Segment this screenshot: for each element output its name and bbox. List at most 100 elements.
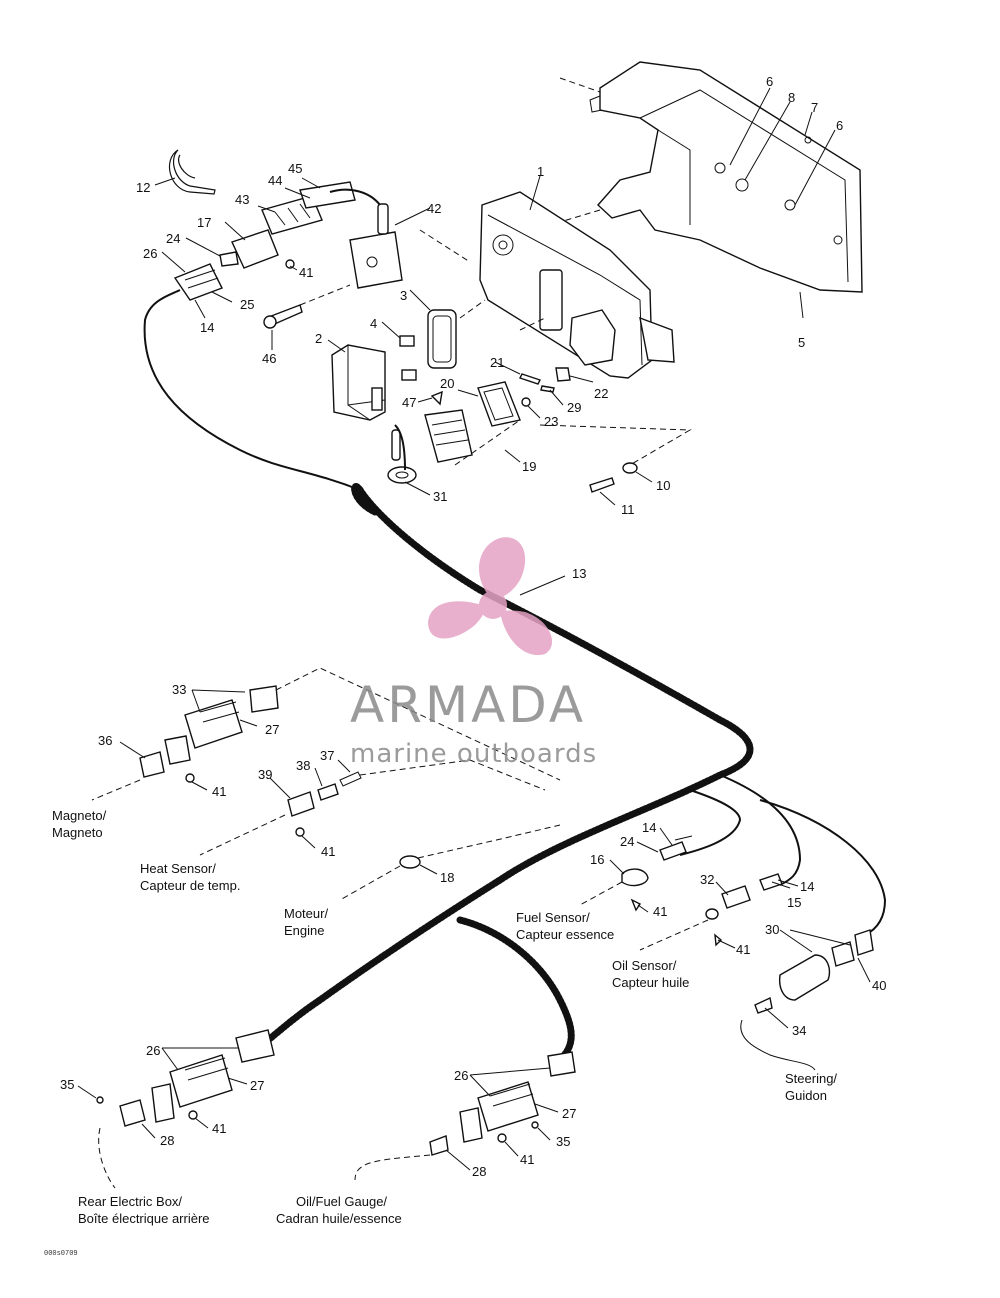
part-number-labels: 1 2 3 4 5 6 6 7 8 10 11 12 13 14 14 14 1… bbox=[60, 74, 886, 1179]
location-gauge-en: Oil/Fuel Gauge/ bbox=[296, 1194, 387, 1209]
label-part-35b: 35 bbox=[556, 1134, 570, 1149]
label-part-8: 8 bbox=[788, 90, 795, 105]
label-part-32: 32 bbox=[700, 872, 714, 887]
label-part-40: 40 bbox=[872, 978, 886, 993]
label-part-42: 42 bbox=[427, 201, 441, 216]
location-gauge-fr: Cadran huile/essence bbox=[276, 1211, 402, 1226]
propeller-logo-icon bbox=[428, 537, 553, 656]
label-part-26c: 26 bbox=[454, 1068, 468, 1083]
connector-24-26-14 bbox=[173, 251, 239, 301]
label-part-39: 39 bbox=[258, 767, 272, 782]
label-part-41g: 41 bbox=[520, 1152, 534, 1167]
label-part-10: 10 bbox=[656, 478, 670, 493]
location-rear-box-fr: Boîte électrique arrière bbox=[78, 1211, 210, 1226]
gasket-20 bbox=[477, 381, 521, 427]
label-part-17: 17 bbox=[197, 215, 211, 230]
label-part-6a: 6 bbox=[766, 74, 773, 89]
label-part-21: 21 bbox=[490, 355, 504, 370]
location-magneto-fr: Magneto bbox=[52, 825, 103, 840]
label-part-15: 15 bbox=[787, 895, 801, 910]
location-fuel-sensor-en: Fuel Sensor/ bbox=[516, 910, 590, 925]
location-rear-box-en: Rear Electric Box/ bbox=[78, 1194, 182, 1209]
tie-wrap-12 bbox=[168, 149, 216, 195]
watermark-subtitle: marine outboards bbox=[350, 739, 597, 769]
engine-connector bbox=[399, 824, 561, 869]
mounting-bracket bbox=[559, 61, 863, 293]
label-part-27c: 27 bbox=[562, 1106, 576, 1121]
label-part-41c: 41 bbox=[321, 844, 335, 859]
connector-gauge bbox=[354, 1051, 576, 1181]
branch-fuel bbox=[679, 789, 742, 856]
steering-parts bbox=[740, 929, 874, 1071]
label-part-24a: 24 bbox=[166, 231, 180, 246]
label-part-24b: 24 bbox=[620, 834, 634, 849]
location-engine-fr: Moteur/ bbox=[284, 906, 328, 921]
label-part-28a: 28 bbox=[160, 1133, 174, 1148]
watermark-title: ARMADA bbox=[350, 676, 586, 734]
label-part-41d: 41 bbox=[653, 904, 667, 919]
label-part-13: 13 bbox=[572, 566, 586, 581]
location-labels: Magneto/ Magneto Heat Sensor/ Capteur de… bbox=[52, 779, 837, 1226]
location-steering-en: Steering/ bbox=[785, 1071, 837, 1086]
location-oil-sensor-fr: Capteur huile bbox=[612, 975, 689, 990]
label-part-41b: 41 bbox=[212, 784, 226, 799]
label-part-11: 11 bbox=[621, 502, 635, 517]
location-oil-sensor-en: Oil Sensor/ bbox=[612, 958, 677, 973]
cable-top bbox=[329, 188, 381, 206]
label-part-31: 31 bbox=[433, 489, 447, 504]
armada-watermark: ARMADA marine outboards bbox=[350, 537, 597, 769]
label-part-19: 19 bbox=[522, 459, 536, 474]
label-part-7: 7 bbox=[811, 100, 818, 115]
label-part-37: 37 bbox=[320, 748, 334, 763]
connector-rear-box bbox=[96, 1029, 275, 1189]
fuel-sensor-parts bbox=[621, 835, 693, 912]
arrow-engine bbox=[339, 865, 401, 901]
arrow-fuel-sensor bbox=[579, 881, 623, 906]
label-part-1: 1 bbox=[537, 164, 544, 179]
label-part-2: 2 bbox=[315, 331, 322, 346]
heat-sensor-parts bbox=[287, 759, 546, 837]
clip-4 bbox=[399, 335, 417, 381]
label-part-20: 20 bbox=[440, 376, 454, 391]
label-part-35a: 35 bbox=[60, 1077, 74, 1092]
label-part-27b: 27 bbox=[250, 1078, 264, 1093]
label-part-14c: 14 bbox=[800, 879, 814, 894]
arrow-heat-sensor bbox=[199, 814, 286, 856]
label-part-6b: 6 bbox=[836, 118, 843, 133]
location-heat-sensor-en: Heat Sensor/ bbox=[140, 861, 216, 876]
label-part-45: 45 bbox=[288, 161, 302, 176]
branch-steering bbox=[759, 799, 887, 936]
label-part-5: 5 bbox=[798, 335, 805, 350]
bolt-46 bbox=[263, 304, 303, 329]
figure-code: 000s0709 bbox=[44, 1250, 78, 1258]
leader-lines bbox=[77, 87, 871, 1171]
cable-to-connector bbox=[394, 424, 406, 471]
label-part-43: 43 bbox=[235, 192, 249, 207]
connector-magneto bbox=[139, 667, 561, 783]
label-part-41a: 41 bbox=[299, 265, 313, 280]
location-steering-fr: Guidon bbox=[785, 1088, 827, 1103]
screw-10-11 bbox=[589, 462, 638, 493]
nut-41-top bbox=[285, 259, 295, 269]
label-part-29: 29 bbox=[567, 400, 581, 415]
label-part-28b: 28 bbox=[472, 1164, 486, 1179]
label-part-38: 38 bbox=[296, 758, 310, 773]
branch-oil bbox=[719, 774, 802, 886]
pin-47 bbox=[430, 390, 443, 406]
label-part-26a: 26 bbox=[143, 246, 157, 261]
label-part-25: 25 bbox=[240, 297, 254, 312]
location-fuel-sensor-fr: Capteur essence bbox=[516, 927, 614, 942]
label-part-16: 16 bbox=[590, 852, 604, 867]
label-part-33: 33 bbox=[172, 682, 186, 697]
label-part-23: 23 bbox=[544, 414, 558, 429]
electronic-module bbox=[479, 191, 675, 379]
label-part-46: 46 bbox=[262, 351, 276, 366]
label-part-30: 30 bbox=[765, 922, 779, 937]
label-part-44: 44 bbox=[268, 173, 282, 188]
arrow-magneto bbox=[91, 779, 141, 801]
label-part-41e: 41 bbox=[736, 942, 750, 957]
location-magneto-en: Magneto/ bbox=[52, 808, 107, 823]
label-part-14b: 14 bbox=[642, 820, 656, 835]
label-part-34: 34 bbox=[792, 1023, 806, 1038]
